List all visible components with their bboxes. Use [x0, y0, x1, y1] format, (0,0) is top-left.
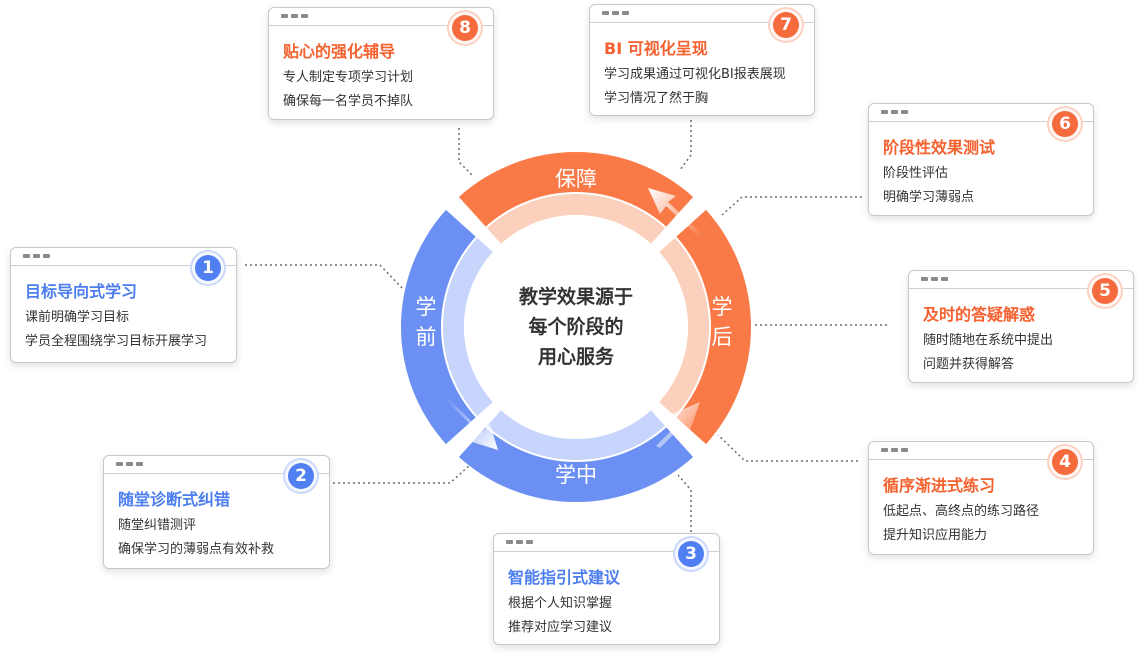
card-line-2: 推荐对应学习建议 [508, 620, 613, 635]
card-titlebar [269, 8, 493, 26]
step-number-badge: 2 [285, 460, 317, 492]
card-titlebar [869, 104, 1093, 122]
step-number-badge: 4 [1049, 446, 1081, 478]
step-number-badge: 1 [192, 252, 224, 284]
card-title: 贴心的强化辅导 [283, 42, 396, 61]
step-number-badge: 3 [675, 538, 707, 570]
ring-label-left-2: 前 [416, 325, 437, 349]
card-line-1: 随堂纠错测评 [118, 518, 197, 533]
connector-6 [721, 196, 862, 216]
connector-7 [679, 120, 692, 171]
connector-lines [245, 120, 887, 532]
window-dots-icon [881, 110, 908, 114]
step-number-badge: 6 [1049, 108, 1081, 140]
card-line-2: 确保学习的薄弱点有效补救 [118, 542, 275, 557]
card-6: 6 阶段性效果测试 阶段性评估 明确学习薄弱点 [868, 103, 1094, 216]
center-text-line-3: 用心服务 [538, 345, 615, 368]
center-text-line-1: 教学效果源于 [519, 285, 633, 308]
card-titlebar [104, 456, 329, 474]
card-line-1: 学习成果通过可视化BI报表展现 [604, 67, 786, 82]
card-title: 阶段性效果测试 [883, 138, 996, 157]
ring-segment-right [676, 209, 752, 445]
card-line-1: 专人制定专项学习计划 [283, 70, 414, 85]
ring-label-bottom: 学中 [555, 463, 597, 487]
step-number-badge: 5 [1089, 275, 1121, 307]
window-dots-icon [506, 540, 533, 544]
card-1: 1 目标导向式学习 课前明确学习目标 学员全程围绕学习目标开展学习 [10, 247, 237, 363]
card-line-1: 低起点、高终点的练习路径 [883, 504, 1040, 519]
ring-segment-bottom-inner [487, 410, 665, 461]
ring-segment-bottom [458, 427, 694, 503]
card-line-2: 问题并获得解答 [923, 357, 1015, 372]
window-dots-icon [921, 277, 948, 281]
card-2: 2 随堂诊断式纠错 随堂纠错测评 确保学习的薄弱点有效补救 [103, 455, 330, 569]
card-line-2: 学习情况了然于胸 [604, 91, 709, 106]
window-dots-icon [281, 14, 308, 18]
card-line-2: 明确学习薄弱点 [883, 190, 975, 205]
ring-segment-top [458, 151, 694, 227]
card-line-1: 随时随地在系统中提出 [923, 333, 1054, 348]
card-title: 目标导向式学习 [25, 282, 138, 301]
center-text-line-2: 每个阶段的 [528, 315, 623, 338]
card-7: 7 BI 可视化呈现 学习成果通过可视化BI报表展现 学习情况了然于胸 [589, 4, 815, 116]
ring-segment-right-inner [659, 238, 709, 416]
arrow-bottom-to-right [656, 402, 700, 448]
window-dots-icon [881, 448, 908, 452]
card-8: 8 贴心的强化辅导 专人制定专项学习计划 确保每一名学员不掉队 [268, 7, 494, 120]
card-title: 及时的答疑解惑 [923, 305, 1036, 324]
card-titlebar [909, 271, 1133, 289]
window-dots-icon [23, 254, 50, 258]
connector-4 [717, 434, 858, 462]
card-4: 4 循序渐进式练习 低起点、高终点的练习路径 提升知识应用能力 [868, 441, 1094, 555]
ring-outer [400, 151, 752, 503]
connector-3 [677, 474, 692, 532]
card-titlebar [590, 5, 814, 23]
card-line-1: 课前明确学习目标 [25, 310, 130, 325]
card-title: 循序渐进式练习 [883, 476, 996, 495]
connector-1 [245, 264, 403, 289]
card-5: 5 及时的答疑解惑 随时随地在系统中提出 问题并获得解答 [908, 270, 1134, 383]
ring-segment-top-inner [487, 194, 665, 244]
card-line-2: 提升知识应用能力 [883, 528, 988, 543]
ring-segment-left-inner [443, 238, 493, 416]
card-line-2: 确保每一名学员不掉队 [283, 94, 414, 109]
card-titlebar [494, 534, 719, 552]
step-number-badge: 7 [770, 9, 802, 41]
ring-inner [443, 194, 709, 461]
ring-label-right-1: 学 [712, 295, 733, 319]
card-title: BI 可视化呈现 [604, 39, 708, 58]
step-number-badge: 8 [449, 12, 481, 44]
card-line-1: 阶段性评估 [883, 166, 949, 181]
card-line-1: 根据个人知识掌握 [508, 596, 613, 611]
card-titlebar [869, 442, 1093, 460]
arrow-left-to-bottom [446, 398, 498, 450]
center-disk [464, 215, 688, 439]
connector-8 [458, 128, 473, 176]
card-line-2: 学员全程围绕学习目标开展学习 [25, 334, 208, 349]
ring-label-left-1: 学 [416, 295, 437, 319]
card-title: 随堂诊断式纠错 [118, 490, 231, 509]
ring-label-top: 保障 [555, 167, 597, 191]
ring-segment-left [400, 209, 476, 445]
card-titlebar [11, 248, 236, 266]
card-3: 3 智能指引式建议 根据个人知识掌握 推荐对应学习建议 [493, 533, 720, 645]
ring-label-right-2: 后 [712, 325, 733, 349]
connector-2 [333, 464, 471, 484]
arrow-right-to-top [648, 188, 702, 238]
window-dots-icon [116, 462, 143, 466]
card-title: 智能指引式建议 [508, 568, 621, 587]
window-dots-icon [602, 11, 629, 15]
